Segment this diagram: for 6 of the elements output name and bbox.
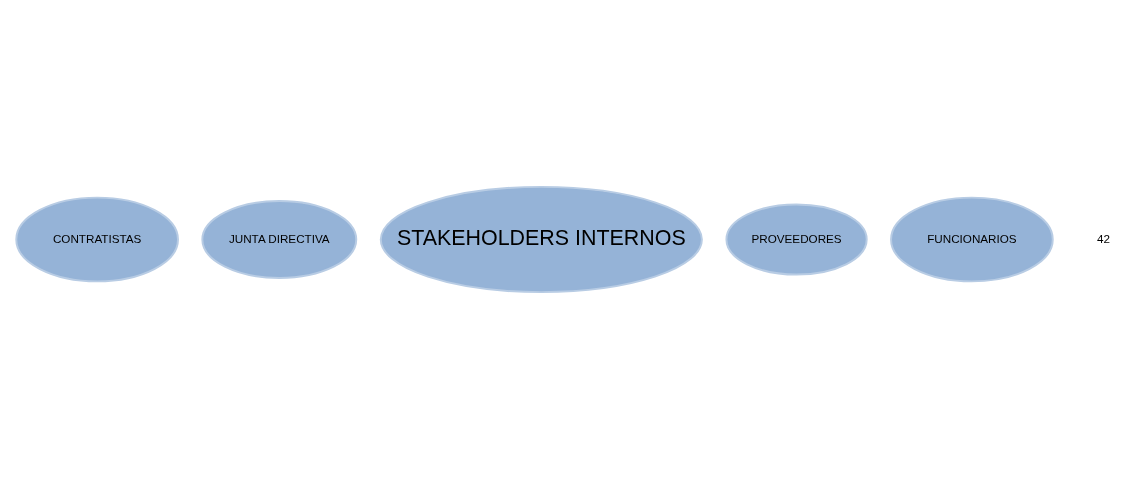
label: 42	[1096, 231, 1110, 245]
node-ellipse: CONTRATISTAS	[15, 196, 179, 283]
node-ellipse: STAKEHOLDERS INTERNOS	[379, 185, 703, 294]
node-ellipse: JUNTA DIRECTIVA	[201, 200, 358, 279]
node-ellipse: PROVEEDORES	[725, 203, 868, 276]
node-ellipse: FUNCIONARIOS	[890, 196, 1054, 283]
